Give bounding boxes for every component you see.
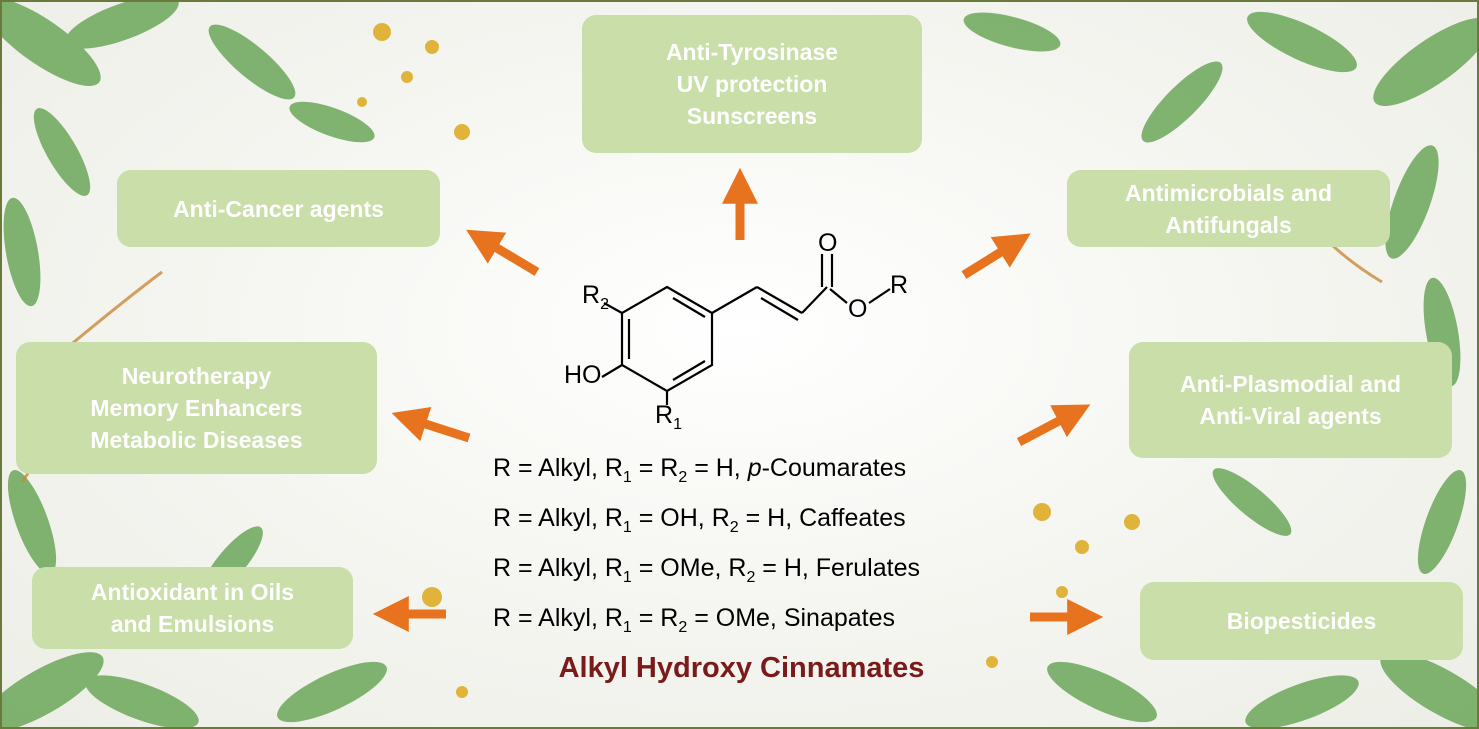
figure-title: Alkyl Hydroxy Cinnamates [558, 652, 925, 684]
box-antioxidant: Antioxidant in Oils and Emulsions [32, 567, 353, 649]
arrow-to-upper-right [961, 233, 1031, 279]
ester-oxygen-label: O [848, 295, 867, 323]
carbonyl-oxygen-label: O [818, 229, 837, 257]
box-line: Anti-Tyrosinase [665, 39, 839, 65]
r1-label: R1 [655, 401, 682, 433]
r2-label: R2 [582, 281, 609, 313]
box-line: UV protection [676, 71, 828, 97]
box-line: Memory Enhancers [90, 395, 303, 421]
formula-caffeates: R = Alkyl, R1 = OH, R2 = H, Caffeates [493, 504, 906, 536]
box-line: Antioxidant in Oils [90, 579, 295, 605]
box-line: Metabolic Diseases [90, 427, 303, 453]
arrow-to-upper-left [466, 229, 540, 276]
box-line: Antifungals [1165, 211, 1292, 238]
molecule-structure: O O R R2 HO R1 [564, 229, 908, 433]
box-anti-plasmodial: Anti-Plasmodial and Anti-Viral agents [1129, 342, 1452, 458]
box-anti-cancer: Anti-Cancer agents [117, 170, 440, 247]
box-antimicrobials: Antimicrobials and Antifungals [1067, 170, 1390, 247]
box-line: Antimicrobials and [1124, 179, 1333, 206]
box-line: Anti-Plasmodial and [1179, 371, 1402, 397]
ho-label: HO [564, 361, 602, 389]
arrow-to-middle-left [391, 406, 471, 443]
formula-ferulates: R = Alkyl, R1 = OMe, R2 = H, Ferulates [493, 554, 920, 586]
box-line: Sunscreens [686, 103, 818, 129]
box-line: Anti-Viral agents [1199, 403, 1382, 429]
box-line: Biopesticides [1226, 608, 1377, 634]
formula-coumarates: R = Alkyl, R1 = R2 = H, p-Coumarates [493, 454, 907, 486]
box-anti-tyrosinase: Anti-Tyrosinase UV protection Sunscreens [582, 15, 922, 153]
box-line: Neurotherapy [121, 363, 272, 389]
box-line: and Emulsions [110, 611, 275, 637]
formula-sinapates: R = Alkyl, R1 = R2 = OMe, Sinapates [493, 604, 896, 636]
r-label: R [890, 271, 908, 299]
box-biopesticides: Biopesticides [1140, 582, 1463, 660]
box-neurotherapy: Neurotherapy Memory Enhancers Metabolic … [16, 342, 377, 474]
arrow-to-middle-right [1016, 404, 1091, 446]
box-line: Anti-Cancer agents [173, 195, 384, 222]
